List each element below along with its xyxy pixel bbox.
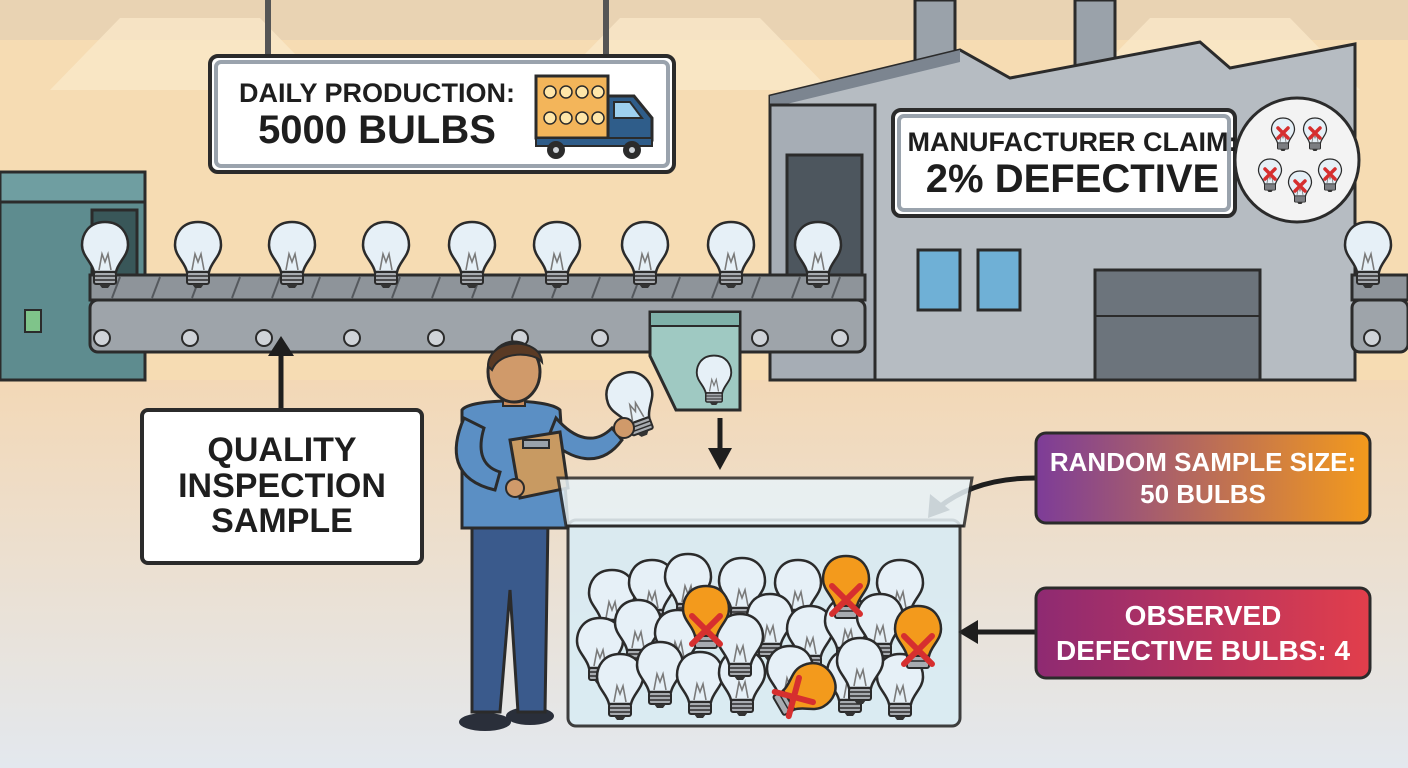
- quality-inspection-line2: INSPECTION: [178, 466, 386, 505]
- quality-inspection-sign-frame: [140, 408, 424, 565]
- observed-defective-text: OBSERVED DEFECTIVE BULBS: 4: [1036, 588, 1370, 678]
- observed-defective-value: DEFECTIVE BULBS: 4: [1055, 635, 1351, 666]
- random-sample-label: RANDOM SAMPLE SIZE:: [1049, 446, 1357, 477]
- sample-bin: [556, 476, 974, 726]
- manufacturer-claim-label: MANUFACTURER CLAIM:: [907, 127, 1238, 158]
- observed-defective-label: OBSERVED: [1124, 600, 1282, 631]
- daily-production-label: DAILY PRODUCTION:: [238, 78, 516, 109]
- random-sample-value: 50 BULBS: [1140, 479, 1266, 509]
- sample-chute: [648, 310, 742, 412]
- daily-production-sign: DAILY PRODUCTION: 5000 BULBS: [222, 66, 532, 164]
- observed-defective-card: [1034, 586, 1372, 680]
- quality-inspection-line3: SAMPLE: [211, 502, 353, 541]
- random-sample-text: RANDOM SAMPLE SIZE: 50 BULBS: [1036, 433, 1370, 523]
- random-sample-card: [1034, 431, 1372, 525]
- delivery-truck-icon: [534, 74, 654, 159]
- quality-inspection-line1: QUALITY: [207, 430, 357, 469]
- manufacturer-claim-value: 2% DEFECTIVE: [925, 156, 1220, 201]
- daily-production-value: 5000 BULBS: [258, 107, 496, 152]
- manufacturer-claim-sign: MANUFACTURER CLAIM: 2% DEFECTIVE: [905, 118, 1240, 210]
- defective-bulbs-icon: [1233, 96, 1361, 224]
- inspector-person: [454, 340, 668, 731]
- quality-inspection-sign: QUALITY INSPECTION SAMPLE: [146, 414, 418, 559]
